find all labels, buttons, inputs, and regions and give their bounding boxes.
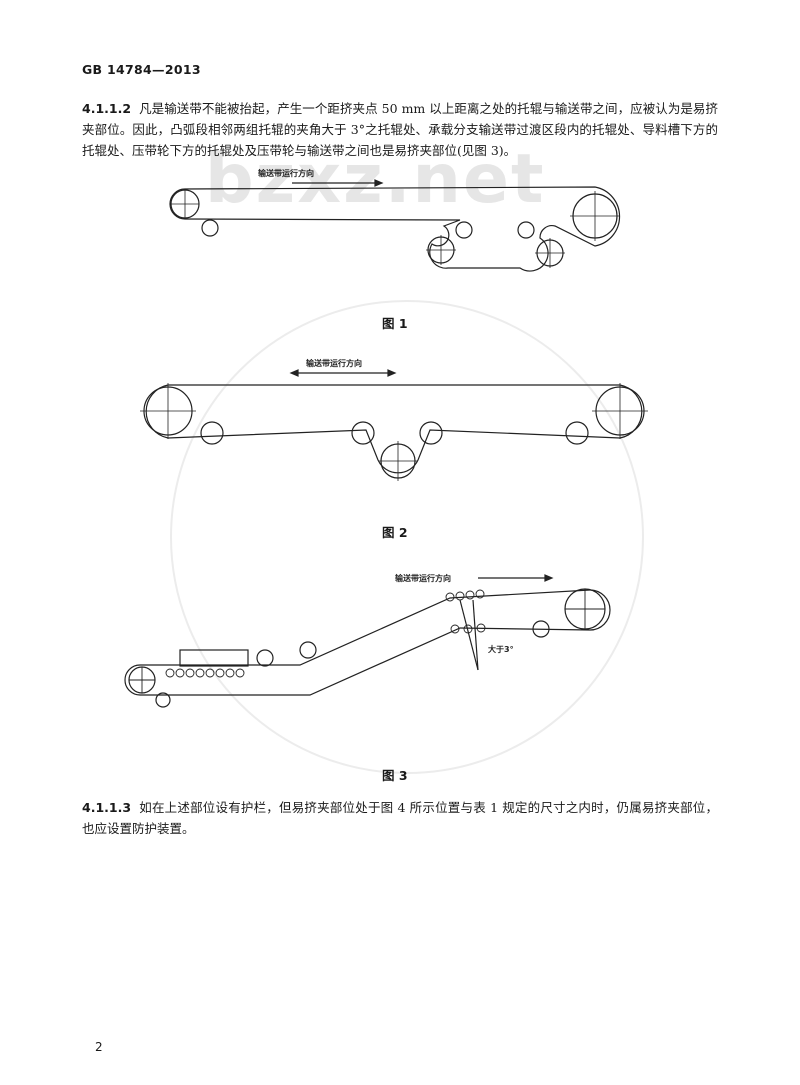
idler	[455, 221, 473, 239]
angle-line	[459, 599, 479, 671]
arrow-head	[374, 179, 384, 187]
figure-3-diagram: 输送带运行方向 大于3°	[124, 573, 611, 708]
standard-code-header: GB 14784—2013	[82, 62, 201, 77]
page-number: 2	[95, 1040, 103, 1054]
watermark-circle	[170, 300, 644, 774]
chute	[179, 649, 249, 667]
figure-2-diagram: 输送带运行方向	[140, 358, 648, 481]
conveyor-belt-lower	[140, 627, 591, 696]
conveyor-belt	[145, 384, 643, 474]
conveyor-belt-upper	[140, 589, 591, 666]
idler	[200, 421, 224, 445]
idler	[201, 219, 219, 237]
figure-2-caption: 图 2	[382, 525, 408, 540]
clause-number: 4.1.1.3	[82, 800, 132, 815]
conveyor-belt	[169, 186, 621, 272]
arrow-head	[289, 369, 299, 377]
arrow-head	[387, 369, 397, 377]
idler	[155, 692, 171, 708]
figure-3-caption: 图 3	[382, 768, 408, 783]
angle-label: 大于3°	[488, 644, 514, 654]
idler	[351, 421, 375, 445]
idler	[256, 649, 274, 667]
direction-label: 输送带运行方向	[258, 168, 314, 178]
direction-label: 输送带运行方向	[395, 573, 451, 583]
clause-number: 4.1.1.2	[82, 101, 132, 116]
arrow-head	[544, 574, 554, 582]
angle-line	[472, 599, 479, 671]
direction-label: 输送带运行方向	[306, 358, 362, 368]
idler	[517, 221, 535, 239]
clause-text: 凡是输送带不能被抬起，产生一个距挤夹点 50 mm 以上距离之处的托辊与输送带之…	[82, 101, 718, 158]
idler	[565, 421, 589, 445]
figure-1-caption: 图 1	[382, 316, 408, 331]
idler	[532, 620, 550, 638]
idler	[299, 641, 317, 659]
figure-1-diagram: 输送带运行方向	[169, 168, 621, 272]
clause-text: 如在上述部位设有护栏，但易挤夹部位处于图 4 所示位置与表 1 规定的尺寸之内时…	[82, 800, 718, 836]
watermark-text: bzxz.net	[205, 140, 546, 219]
idler	[419, 421, 443, 445]
